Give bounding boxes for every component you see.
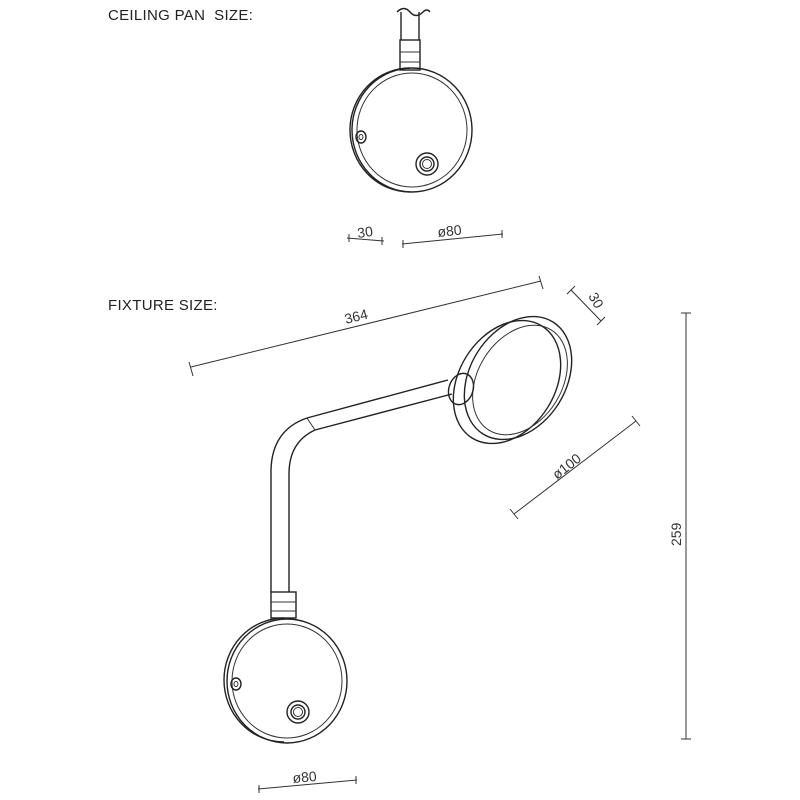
fixture-head-depth-label: 30 (585, 290, 607, 312)
fixture-height-label: 259 (668, 522, 684, 546)
fixture-switch-button (286, 700, 310, 724)
fixture-dimensions: 364 30 ø100 259 ø80 (188, 275, 691, 793)
fixture-arm-collar (270, 591, 297, 619)
ceiling-pan-face (351, 67, 473, 193)
fixture-knuckle (447, 372, 475, 406)
fixture-side-screw (230, 677, 242, 691)
ceiling-pan-heading: CEILING PAN SIZE: (108, 7, 254, 24)
fixture-length-label: 364 (343, 306, 370, 327)
fixture-base-face (226, 618, 348, 744)
ceiling-side-screw (355, 130, 367, 144)
fixture-heading: FIXTURE SIZE: (108, 297, 218, 314)
ceiling-depth-label: 30 (356, 223, 374, 241)
fixture-base-diameter-label: ø80 (292, 768, 318, 786)
ceiling-switch-button (415, 152, 439, 176)
ceiling-cable-break (396, 7, 431, 17)
ceiling-pan-side (349, 67, 411, 193)
fixture-view (223, 315, 573, 744)
ceiling-pan-view (349, 7, 473, 193)
fixture-head-lens (472, 324, 568, 436)
ceiling-cable-collar (399, 39, 421, 71)
ceiling-diameter-label: ø80 (437, 222, 463, 240)
ceiling-pan-dimensions: 30 ø80 (346, 222, 504, 248)
fixture-arm-elbow-outer (270, 417, 308, 471)
fixture-head-face (463, 315, 573, 441)
fixture-head-diameter-label: ø100 (549, 450, 584, 482)
fixture-arm-elbow-inner (288, 429, 316, 475)
